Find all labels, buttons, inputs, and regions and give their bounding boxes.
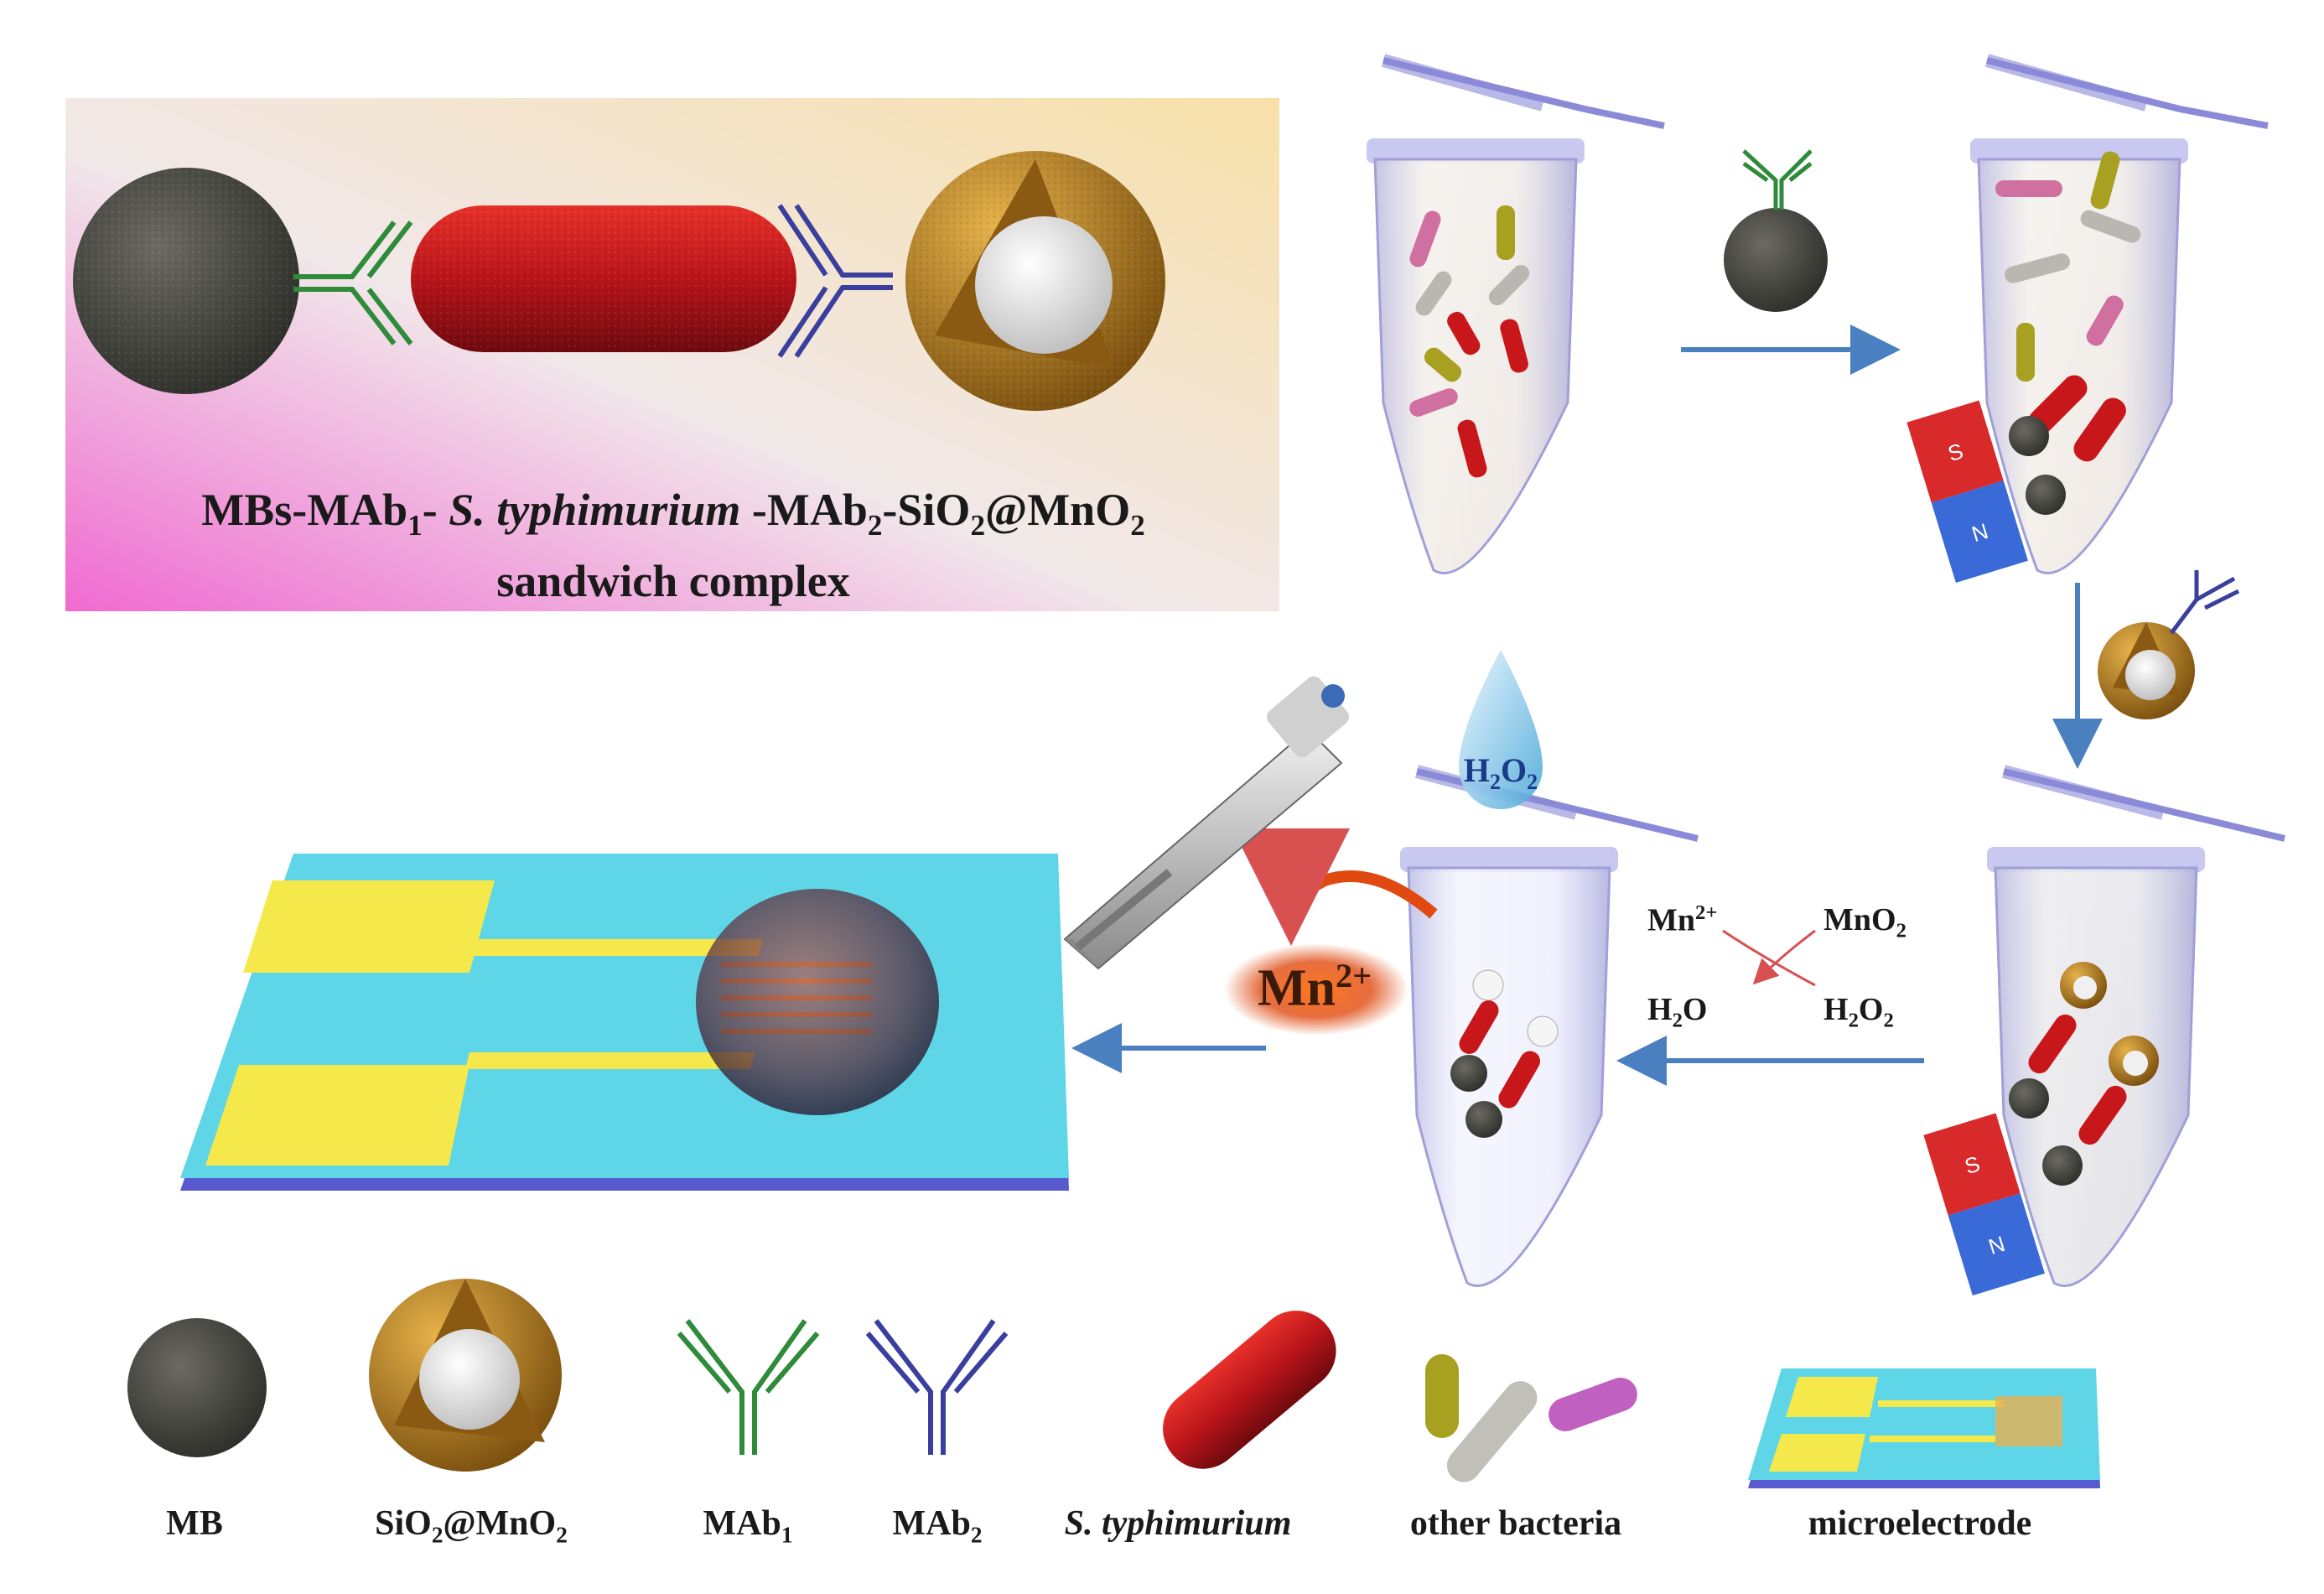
legend-mab2-icon [865,1319,1009,1455]
panel-mb-sphere [73,168,299,394]
tube-4 [1400,765,1699,1287]
reaction-mno2: MnO2 [1823,901,1906,943]
mn-ion-charge: 2+ [1336,957,1372,994]
legend-mb-label: MB [166,1504,223,1543]
legend-other-bacteria-icon [1425,1354,1637,1482]
r-h-2: 2 [1672,1009,1683,1032]
lg-mno: @MnO [443,1504,557,1543]
r-mn-charge: 2+ [1695,901,1718,924]
drop-2a: 2 [1490,770,1501,794]
lg-mab1: MAb [703,1504,781,1543]
reaction-mn2plus: Mn2+ [1647,901,1717,939]
tube-1-bacteria [1409,205,1530,478]
lg-sio-2: 2 [431,1522,444,1548]
lg-mno-2: 2 [556,1522,568,1548]
legend-s-typhimurium-icon [1163,1311,1336,1469]
magnet-2: S N [1923,1113,2045,1296]
tube-3-complexes [2009,962,2159,1186]
t-p1: 1 [407,508,423,542]
panel-title-line1: MBs-MAb1- S. typhimurium -MAb2-SiO2@MnO2 [74,482,1273,553]
mn-ion-label: Mn2+ [1258,956,1372,1019]
r2-h: H [1823,992,1849,1027]
t-p4: -MAb [740,485,868,535]
panel-title-line2: sandwich complex [496,555,850,606]
t-p6: -SiO [882,485,971,535]
lg-mab2-sub: 2 [970,1522,983,1548]
reaction-h2o: H2O [1647,991,1707,1033]
r-mno-2: 2 [1896,919,1906,942]
panel-sio2-mno2-particle [905,151,1165,411]
r2-o: O [1858,992,1884,1027]
reaction-cross-arrows [1722,929,1816,987]
drop-h: H [1463,751,1490,789]
r2-o-2: 2 [1883,1009,1894,1032]
legend-mb-icon [127,1318,267,1457]
reaction-h2o2: H2O2 [1823,991,1894,1033]
panel-mab2-antibody [777,204,893,358]
drop-o: O [1501,751,1528,789]
mn-release-arrow [1232,828,1438,946]
microelectrode-chip [180,854,1069,1191]
lg-mab2: MAb [892,1504,971,1543]
t-p3: S. typhimurium [449,485,741,535]
r-h: H [1647,992,1673,1027]
legend-sio2-label: SiO2@MnO2 [375,1503,568,1548]
lg-mab1-sub: 1 [781,1522,793,1548]
drop-2b: 2 [1527,770,1538,794]
tube-4-complexes [1450,969,1559,1138]
h2o2-drop-label: H2O2 [1459,750,1543,795]
panel-title: MBs-MAb1- S. typhimurium -MAb2-SiO2@MnO2… [74,482,1273,609]
magnet-1: S N [1906,400,2028,584]
h2o2-drop [1459,650,1543,809]
tube-2-bacteria [1995,151,2141,515]
legend-microelectrode-label: microelectrode [1808,1504,2032,1543]
tube-1 [1367,54,1665,574]
t-p0: MBs-MAb [201,485,408,535]
tube-3 [1987,765,2285,1287]
r-o: O [1682,992,1708,1027]
legend-mab1-icon [677,1319,820,1455]
t-p7: 2 [970,508,985,542]
t-p2: - [422,485,449,535]
panel-s-typhimurium [411,205,796,352]
pipette [1063,676,1350,970]
arrow-mb-mab1-reagent [1724,149,1828,312]
r2-h-2: 2 [1848,1009,1859,1032]
panel-mab1-antibody [293,221,413,345]
legend-s-typhimurium-label: S. typhimurium [1064,1504,1292,1543]
legend-other-bacteria-label: other bacteria [1409,1504,1622,1543]
tube-2 [1970,54,2269,574]
t-p9: 2 [1130,508,1145,542]
t-p5: 2 [867,508,883,542]
sample-droplet [696,889,939,1115]
r-mn: Mn [1647,902,1695,938]
r-mno: MnO [1823,902,1896,937]
mn-ion-symbol: Mn [1258,959,1336,1017]
legend-mab2-label: MAb2 [893,1503,983,1548]
arrow-sio2-mab2-reagent [2098,570,2240,719]
mn-ion-glow [1224,943,1408,1036]
lg-sio: SiO [375,1504,432,1543]
legend-sio2-icon [369,1279,562,1472]
t-p8: @MnO [984,485,1131,535]
legend-microelectrode-icon [1748,1368,2100,1488]
legend-mab1-label: MAb1 [703,1503,793,1548]
